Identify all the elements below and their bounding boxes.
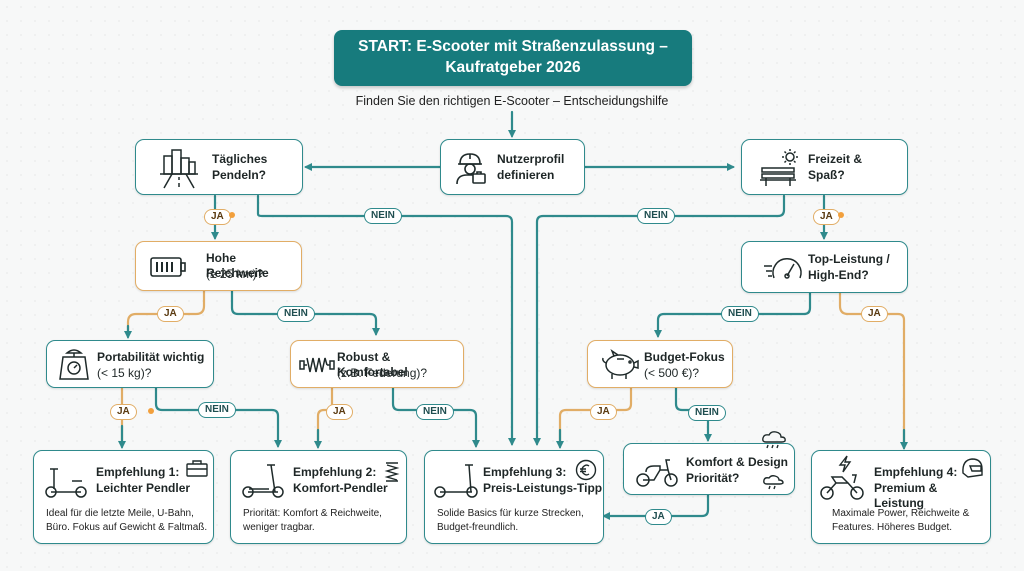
pill-nein-budget: NEIN — [688, 405, 726, 421]
start-title-line2: Kaufratgeber 2026 — [445, 59, 581, 76]
node-robust[interactable]: Robust & Komfortabel (z.B. Federung)? — [290, 340, 464, 388]
portabilitaet-label1: Portabilität wichtig — [97, 350, 205, 364]
topleistung-label1: Top-Leistung / — [808, 252, 890, 266]
start-title: START: E-Scooter mit Straßenzulassung – … — [334, 30, 692, 86]
emp1-card[interactable]: Empfehlung 1: Leichter Pendler Ideal für… — [33, 450, 214, 544]
cloud-icon — [762, 431, 786, 449]
spring-icon — [384, 462, 400, 482]
piggy-bank-icon — [602, 349, 639, 379]
worker-helmet-icon — [456, 153, 486, 185]
pill-dot — [838, 212, 844, 218]
pill-dot — [148, 408, 154, 414]
emp2-desc2: weniger tragbar. — [243, 522, 315, 533]
emp3-desc1: Solide Basics für kurze Strecken, — [437, 508, 584, 519]
reichweite-label1: Hohe Reichweite — [206, 251, 269, 280]
node-freizeit[interactable]: Freizeit & Spaß? — [741, 139, 908, 195]
komfortdesign-label2: Priorität? — [686, 471, 740, 485]
briefcase-icon — [186, 460, 208, 477]
emp1-label2: Leichter Pendler — [96, 481, 191, 495]
euro-icon — [575, 459, 597, 481]
city-road-icon — [160, 149, 198, 189]
emp1-desc2: Büro. Fokus auf Gewicht & Faltmaß. — [46, 522, 208, 533]
pill-ja-topleistung: JA — [861, 306, 888, 322]
scooter-icon — [45, 468, 87, 498]
node-nutzerprofil[interactable]: Nutzerprofil definieren — [440, 139, 585, 195]
topleistung-label2: High-End? — [808, 268, 869, 282]
lightning-icon — [838, 455, 852, 473]
emp2-label2: Komfort-Pendler — [293, 481, 388, 495]
spring-icon — [299, 357, 335, 373]
bench-sun-icon — [760, 149, 798, 186]
pill-nein-freizeit: NEIN — [637, 208, 675, 224]
pill-ja-budget: JA — [590, 404, 617, 420]
portabilitaet-label2: (< 15 kg)? — [97, 366, 152, 380]
pill-nein-portabilitaet: NEIN — [198, 402, 236, 418]
freizeit-label1: Freizeit & — [808, 152, 863, 166]
emp2-desc1: Priorität: Komfort & Reichweite, — [243, 508, 382, 519]
subtitle: Finden Sie den richtigen E-Scooter – Ent… — [355, 94, 669, 108]
pill-ja-pendeln: JA — [204, 209, 231, 225]
helmet-icon — [962, 458, 983, 478]
scooter-icon — [434, 464, 478, 498]
robust-label1: Robust & Komfortabel — [337, 350, 408, 379]
node-komfortdesign[interactable]: Komfort & Design Priorität? — [623, 431, 795, 495]
motorbike-icon — [820, 474, 864, 500]
emp2-label1: Empfehlung 2: — [293, 465, 377, 479]
moped-icon — [636, 459, 678, 487]
emp1-desc1: Ideal für die letzte Meile, U-Bahn, — [46, 508, 194, 519]
battery-icon — [150, 257, 186, 277]
node-topleistung[interactable]: Top-Leistung / High-End? — [741, 241, 908, 293]
node-reichweite[interactable]: Hohe Reichweite (≥ 25 km)? — [135, 241, 302, 291]
emp4-desc2: Features. Höheres Budget. — [832, 522, 953, 533]
emp3-label1: Empfehlung 3: — [483, 465, 567, 479]
emp4-label2: Premium & Leistung — [874, 481, 938, 510]
emp4-card[interactable]: Empfehlung 4: Premium & Leistung Maximal… — [811, 450, 991, 544]
emp2-card[interactable]: Empfehlung 2: Komfort-Pendler Priorität:… — [230, 450, 407, 544]
reichweite-label2: (≥ 25 km)? — [206, 267, 264, 281]
pendeln-label2: Pendeln? — [212, 168, 267, 182]
pill-ja-komfortdesign: JA — [645, 509, 672, 525]
pill-nein-pendeln: NEIN — [364, 208, 402, 224]
pill-nein-topleistung: NEIN — [721, 306, 759, 322]
freizeit-label2: Spaß? — [808, 168, 845, 182]
pill-dot — [229, 212, 235, 218]
komfortdesign-label1: Komfort & Design — [686, 455, 788, 469]
pill-ja-freizeit: JA — [813, 209, 840, 225]
budget-label2: (< 500 €)? — [644, 366, 700, 380]
emp3-label2: Preis-Leistungs-Tipp — [483, 481, 603, 495]
pill-nein-reichweite: NEIN — [277, 306, 315, 322]
node-pendeln[interactable]: Tägliches Pendeln? — [135, 139, 303, 195]
pill-ja-robust: JA — [326, 404, 353, 420]
emp1-label1: Empfehlung 1: — [96, 465, 180, 479]
pendeln-label1: Tägliches — [212, 152, 268, 166]
emp3-card[interactable]: Empfehlung 3: Preis-Leistungs-Tipp Solid… — [424, 450, 604, 544]
cloud-icon — [763, 475, 784, 490]
start-title-line1: START: E-Scooter mit Straßenzulassung – — [358, 38, 668, 55]
scooter-icon — [242, 464, 284, 498]
pill-nein-robust: NEIN — [416, 404, 454, 420]
emp3-desc2: Budget-freundlich. — [437, 522, 519, 533]
nutzerprofil-label1: Nutzerprofil — [497, 152, 565, 166]
pill-ja-portabilitaet: JA — [110, 404, 137, 420]
node-budget[interactable]: Budget-Fokus (< 500 €)? — [587, 340, 733, 388]
node-portabilitaet[interactable]: Portabilität wichtig (< 15 kg)? — [46, 340, 214, 388]
emp4-desc1: Maximale Power, Reichweite & — [832, 508, 970, 519]
nutzerprofil-label2: definieren — [497, 168, 555, 182]
pill-ja-reichweite: JA — [157, 306, 184, 322]
robust-label2: (z.B. Federung)? — [337, 366, 428, 380]
speedometer-icon — [764, 258, 802, 279]
scale-icon — [59, 349, 89, 380]
budget-label1: Budget-Fokus — [644, 350, 725, 364]
emp4-label1: Empfehlung 4: — [874, 465, 958, 479]
